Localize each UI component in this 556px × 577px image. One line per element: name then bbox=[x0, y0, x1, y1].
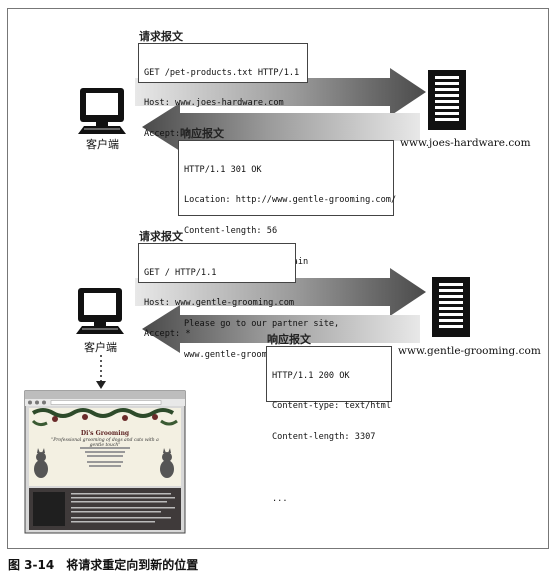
computer-icon bbox=[76, 288, 124, 334]
message-line: Content-length: 56 bbox=[184, 226, 278, 237]
figure-number: 图 3-14 bbox=[8, 558, 55, 572]
client-label-2: 客户端 bbox=[84, 341, 117, 354]
message-line: Host: www.gentle-grooming.com bbox=[144, 298, 295, 309]
browser-site-title: Di's Grooming bbox=[80, 430, 130, 437]
message-line bbox=[272, 463, 386, 473]
server-icon bbox=[432, 277, 470, 337]
figure-title: 将请求重定向到新的位置 bbox=[66, 558, 199, 572]
message-line: Accept: * bbox=[144, 329, 191, 340]
response-arrow-1 bbox=[142, 103, 420, 151]
server-label-2: www.gentle-grooming.com bbox=[398, 345, 541, 357]
dotted-arrow-head bbox=[96, 381, 106, 389]
message-line: Content-length: 3307 bbox=[272, 432, 376, 443]
message-line: www.gentle-grooming.com bbox=[184, 349, 303, 360]
message-line: GET / HTTP/1.1 bbox=[144, 267, 217, 278]
figure-caption: 图 3-14 将请求重定向到新的位置 bbox=[8, 556, 198, 573]
response-heading-2: 响应报文 bbox=[267, 333, 311, 346]
message-line: HTTP/1.1 200 OK bbox=[272, 370, 350, 381]
message-line: Location: http://www.gentle-grooming.com… bbox=[184, 195, 397, 206]
message-line: ... bbox=[272, 494, 288, 505]
message-line: Content-type: text/html bbox=[272, 401, 391, 412]
request-heading-1: 请求报文 bbox=[139, 30, 183, 43]
message-line: Host: www.joes-hardware.com bbox=[144, 98, 284, 109]
request-heading-2: 请求报文 bbox=[139, 230, 183, 243]
response-message-1: HTTP/1.1 301 OK Location: http://www.gen… bbox=[178, 140, 397, 360]
message-line: HTTP/1.1 301 OK bbox=[184, 164, 262, 175]
browser-tagline: "Professional grooming of dogs and cats … bbox=[51, 438, 159, 448]
computer-icon bbox=[78, 88, 126, 134]
response-arrow-2 bbox=[142, 305, 420, 353]
browser-window bbox=[24, 390, 186, 534]
server-label-1: www.joes-hardware.com bbox=[400, 137, 531, 149]
message-line: Accept: * bbox=[144, 129, 191, 140]
server-icon bbox=[428, 70, 466, 130]
request-message-2: GET / HTTP/1.1 Host: www.gentle-grooming… bbox=[138, 243, 296, 339]
message-line: Please go to our partner site, bbox=[184, 319, 340, 330]
client-label-1: 客户端 bbox=[86, 138, 119, 151]
message-line: GET /pet-products.txt HTTP/1.1 bbox=[144, 67, 300, 78]
request-message-1: GET /pet-products.txt HTTP/1.1 Host: www… bbox=[138, 43, 308, 139]
response-heading-1: 响应报文 bbox=[180, 127, 224, 140]
response-message-2: HTTP/1.1 200 OK Content-type: text/html … bbox=[266, 346, 392, 504]
figure-frame bbox=[7, 8, 549, 549]
